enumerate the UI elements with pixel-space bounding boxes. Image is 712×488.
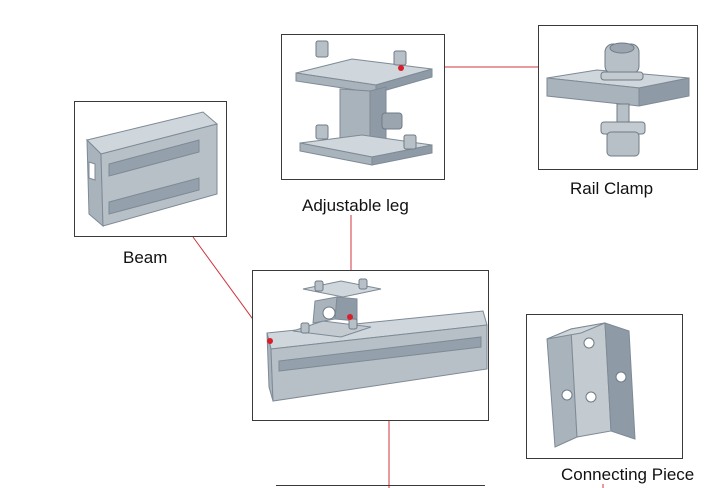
beam-illustration	[86, 111, 219, 228]
beam-label: Beam	[123, 248, 168, 267]
adjustable-leg-panel	[281, 34, 445, 180]
connecting-piece-illustration	[546, 322, 636, 448]
connecting-piece-label: Connecting Piece	[561, 465, 695, 484]
assembly-panel	[252, 270, 489, 421]
marker-dot	[398, 65, 404, 71]
assembly-illustration	[266, 278, 488, 402]
connecting-piece-panel	[526, 314, 683, 459]
base-panel-edge	[276, 485, 485, 486]
beam-panel	[74, 101, 227, 237]
adjustable-leg-label: Adjustable leg	[302, 196, 409, 215]
rail-clamp-illustration	[546, 42, 690, 157]
marker-dot	[347, 314, 353, 320]
rail-clamp-label: Rail Clamp	[570, 179, 654, 198]
marker-dot	[267, 338, 273, 344]
rail-clamp-panel	[538, 25, 698, 170]
adjustable-leg-illustration	[295, 40, 433, 166]
